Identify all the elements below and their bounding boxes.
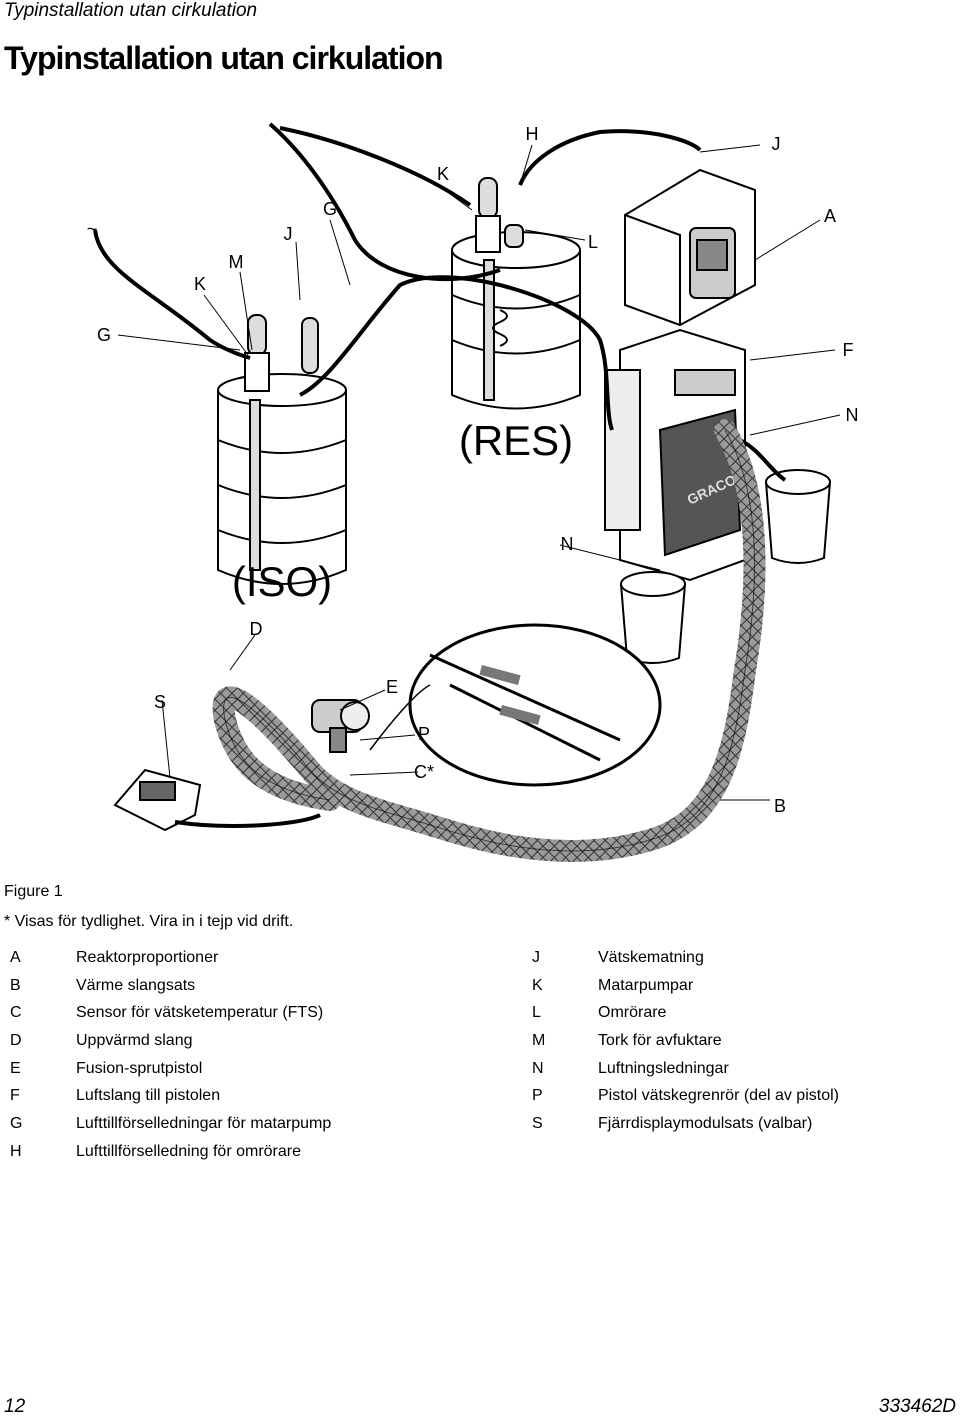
callout-m: M: [229, 252, 244, 272]
page-number: 12: [4, 1396, 26, 1417]
legend-text: Tork för avfuktare: [598, 1031, 722, 1049]
legend-key: S: [532, 1114, 543, 1132]
reactor-proportioner: GRACO: [604, 168, 756, 582]
legend-key: H: [10, 1142, 22, 1160]
footnote: * Visas för tydlighet. Vira in i tejp vi…: [4, 913, 294, 930]
legend-key: P: [532, 1087, 543, 1105]
callout-l: L: [588, 232, 598, 252]
page-title: Typinstallation utan cirkulation: [4, 40, 444, 76]
callout-n-mid: N: [561, 534, 574, 554]
legend-key: E: [10, 1059, 21, 1077]
iso-drum: [217, 373, 347, 585]
waste-containers: [620, 469, 831, 664]
callout-k-top: K: [437, 164, 449, 184]
installation-figure: GRACO: [0, 110, 960, 870]
legend-row: J Vätskematning: [532, 944, 839, 972]
callout-a: A: [824, 206, 836, 226]
callout-b: B: [774, 796, 786, 816]
legend-row: S Fjärrdisplaymodulsats (valbar): [532, 1110, 839, 1138]
legend-row: L Omrörare: [532, 999, 839, 1027]
legend-text: Luftslang till pistolen: [76, 1087, 221, 1105]
air-lines: [93, 122, 787, 482]
callout-j-mid: J: [284, 224, 293, 244]
callout-g-left: G: [97, 325, 111, 345]
legend-row: B Värme slangsats: [10, 972, 331, 1000]
callout-n-right: N: [846, 405, 859, 425]
legend-key: B: [10, 976, 21, 994]
legend-row: M Tork för avfuktare: [532, 1027, 839, 1055]
fusion-spray-gun: [311, 699, 370, 753]
callout-p: P: [418, 724, 430, 744]
callout-g-top: G: [323, 199, 337, 219]
legend-text: Sensor för vätsketemperatur (FTS): [76, 1004, 324, 1022]
legend-text: Vätskematning: [598, 948, 704, 966]
legend-row: C Sensor för vätsketemperatur (FTS): [10, 999, 331, 1027]
legend-right: J Vätskematning K Matarpumpar L Omrörare M T…: [532, 944, 839, 1138]
legend-row: E Fusion-sprutpistol: [10, 1055, 331, 1083]
legend-text: Lufttillförselledning för omrörare: [76, 1142, 301, 1160]
legend-key: L: [532, 1004, 541, 1022]
legend-text: Fjärrdisplaymodulsats (valbar): [598, 1114, 813, 1132]
legend-row: F Luftslang till pistolen: [10, 1082, 331, 1110]
installation-diagram: GRACO: [87, 122, 859, 862]
iso-label: (ISO): [232, 558, 332, 605]
legend-key: K: [532, 976, 543, 994]
legend-key: G: [10, 1114, 23, 1132]
legend-key: C: [10, 1004, 22, 1022]
legend-text: Luftningsledningar: [598, 1059, 729, 1077]
legend-left: A Reaktorproportioner B Värme slangsats C S…: [10, 944, 331, 1166]
legend-key: A: [10, 948, 21, 966]
legend-text: Reaktorproportioner: [76, 948, 219, 966]
callout-f: F: [843, 340, 854, 360]
legend-text: Matarpumpar: [598, 976, 694, 994]
legend-key: D: [10, 1031, 22, 1049]
callout-j-top: J: [772, 134, 781, 154]
legend-row: N Luftningsledningar: [532, 1055, 839, 1083]
legend-row: A Reaktorproportioner: [10, 944, 331, 972]
figure-caption: Figure 1: [4, 883, 63, 900]
legend-text: Värme slangsats: [76, 976, 196, 994]
legend-text: Fusion-sprutpistol: [76, 1059, 203, 1077]
callout-e: E: [386, 677, 398, 697]
legend-row: G Lufttillförselledningar för matarpump: [10, 1110, 331, 1138]
legend-key: F: [10, 1087, 20, 1105]
running-header: Typinstallation utan cirkulation: [4, 0, 258, 21]
legend-row: H Lufttillförselledning för omrörare: [10, 1138, 331, 1166]
legend-row: D Uppvärmd slang: [10, 1027, 331, 1055]
legend-row: P Pistol vätskegrenrör (del av pistol): [532, 1082, 839, 1110]
legend-key: M: [532, 1031, 546, 1049]
legend-text: Omrörare: [598, 1004, 667, 1022]
gun-manifold-detail: [369, 623, 662, 787]
callout-d: D: [250, 619, 263, 639]
callout-c: C*: [414, 762, 434, 782]
callout-k-left: K: [194, 274, 206, 294]
legend-key: N: [532, 1059, 544, 1077]
remote-display-module: [113, 768, 321, 832]
legend-key: J: [532, 948, 540, 966]
res-label: (RES): [459, 417, 573, 464]
legend-text: Lufttillförselledningar för matarpump: [76, 1114, 332, 1132]
legend-row: K Matarpumpar: [532, 972, 839, 1000]
res-feed-pump: [475, 177, 524, 253]
callout-tilde: ~: [87, 219, 98, 239]
leader-lines: [117, 144, 841, 801]
callout-h: H: [526, 124, 539, 144]
legend-text: Uppvärmd slang: [76, 1031, 193, 1049]
legend-text: Pistol vätskegrenrör (del av pistol): [598, 1087, 839, 1105]
callout-s: S: [154, 692, 166, 712]
res-drum: [451, 231, 581, 410]
document-number: 333462D: [878, 1396, 956, 1417]
